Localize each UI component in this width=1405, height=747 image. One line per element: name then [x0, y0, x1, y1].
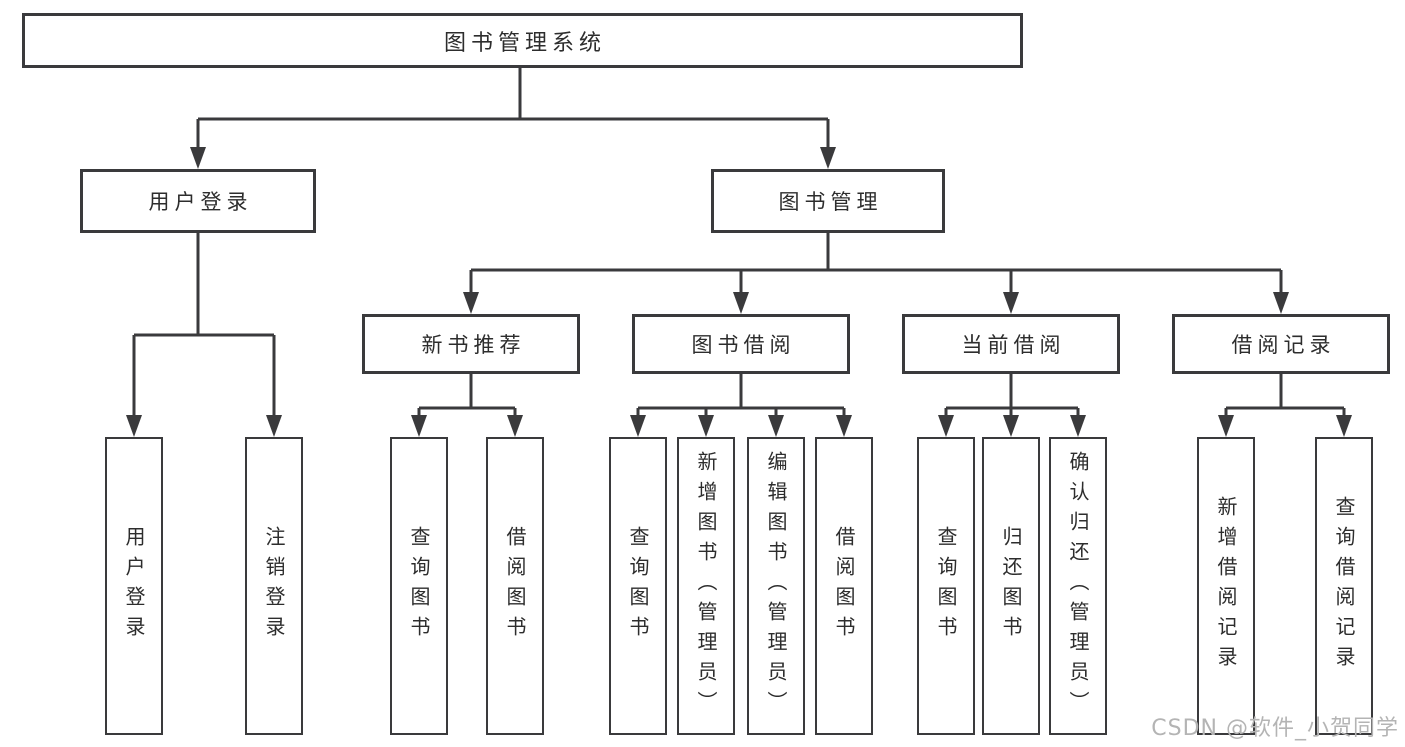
node-current-borrowing-label: 当前借阅	[961, 333, 1066, 357]
arrowhead	[1003, 292, 1019, 314]
leaf-query-books-2-label: 查询图书	[626, 526, 650, 646]
leaf-query-books-3: 查询图书	[917, 437, 975, 735]
node-book-management-label: 图书管理	[778, 190, 883, 214]
leaf-add-borrow-record-label: 新增借阅记录	[1214, 496, 1238, 676]
arrowhead	[1070, 415, 1086, 437]
leaf-borrow-books-1-label: 借阅图书	[503, 526, 527, 646]
leaf-query-books-2: 查询图书	[609, 437, 667, 735]
leaf-return-book: 归还图书	[982, 437, 1040, 735]
node-new-book-recommendation: 新书推荐	[362, 314, 580, 374]
arrowhead	[126, 415, 142, 437]
leaf-edit-book-admin: 编辑图书（管理员）	[747, 437, 805, 735]
node-book-management: 图书管理	[711, 169, 945, 233]
leaf-borrow-books-2-label: 借阅图书	[832, 526, 856, 646]
leaf-confirm-return-admin: 确认归还（管理员）	[1049, 437, 1107, 735]
connector-borrowing-to-leaves	[636, 374, 846, 420]
leaf-return-book-label: 归还图书	[999, 526, 1023, 646]
leaf-confirm-return-admin-label: 确认归还（管理员）	[1066, 451, 1090, 721]
node-book-borrowing-label: 图书借阅	[691, 333, 796, 357]
leaf-query-borrow-record-label: 查询借阅记录	[1332, 496, 1356, 676]
node-library-management-system: 图书管理系统	[22, 13, 1023, 68]
connector-records-to-leaves	[1224, 374, 1346, 420]
leaf-borrow-books-1: 借阅图书	[486, 437, 544, 735]
arrowhead	[820, 147, 836, 169]
connector-newbook-to-leaves	[417, 374, 517, 420]
leaf-user-login: 用户登录	[105, 437, 163, 735]
node-current-borrowing: 当前借阅	[902, 314, 1120, 374]
arrowhead	[190, 147, 206, 169]
node-user-login: 用户登录	[80, 169, 316, 233]
arrowhead	[1336, 415, 1352, 437]
arrowhead	[1273, 292, 1289, 314]
node-borrowing-records: 借阅记录	[1172, 314, 1390, 374]
leaf-edit-book-admin-label: 编辑图书（管理员）	[764, 451, 788, 721]
arrowhead	[938, 415, 954, 437]
node-user-login-label: 用户登录	[148, 190, 253, 214]
leaf-query-borrow-record: 查询借阅记录	[1315, 437, 1373, 735]
node-new-book-recommendation-label: 新书推荐	[421, 333, 526, 357]
arrowhead	[630, 415, 646, 437]
arrowhead	[1218, 415, 1234, 437]
leaf-logout: 注销登录	[245, 437, 303, 735]
csdn-watermark: CSDN @软件_小贺同学	[1151, 716, 1399, 741]
arrowhead	[768, 415, 784, 437]
connector-userlogin-to-leaves	[132, 232, 276, 420]
leaf-add-book-admin: 新增图书（管理员）	[677, 437, 735, 735]
connector-bookmgmt-to-level3	[469, 233, 1283, 297]
leaf-borrow-books-2: 借阅图书	[815, 437, 873, 735]
connector-root-to-level2	[196, 68, 830, 150]
leaf-add-borrow-record: 新增借阅记录	[1197, 437, 1255, 735]
leaf-query-books-3-label: 查询图书	[934, 526, 958, 646]
arrowhead	[266, 415, 282, 437]
leaf-query-books-1: 查询图书	[390, 437, 448, 735]
arrowhead	[463, 292, 479, 314]
node-borrowing-records-label: 借阅记录	[1231, 333, 1336, 357]
leaf-user-login-label: 用户登录	[122, 526, 146, 646]
arrowhead	[733, 292, 749, 314]
arrowhead	[411, 415, 427, 437]
arrowhead	[698, 415, 714, 437]
leaf-add-book-admin-label: 新增图书（管理员）	[694, 451, 718, 721]
leaf-logout-label: 注销登录	[262, 526, 286, 646]
leaf-query-books-1-label: 查询图书	[407, 526, 431, 646]
arrowhead	[1003, 415, 1019, 437]
node-book-borrowing: 图书借阅	[632, 314, 850, 374]
connector-current-to-leaves	[944, 374, 1080, 420]
arrowhead	[836, 415, 852, 437]
node-library-management-system-label: 图书管理系统	[443, 30, 606, 56]
arrowhead	[507, 415, 523, 437]
